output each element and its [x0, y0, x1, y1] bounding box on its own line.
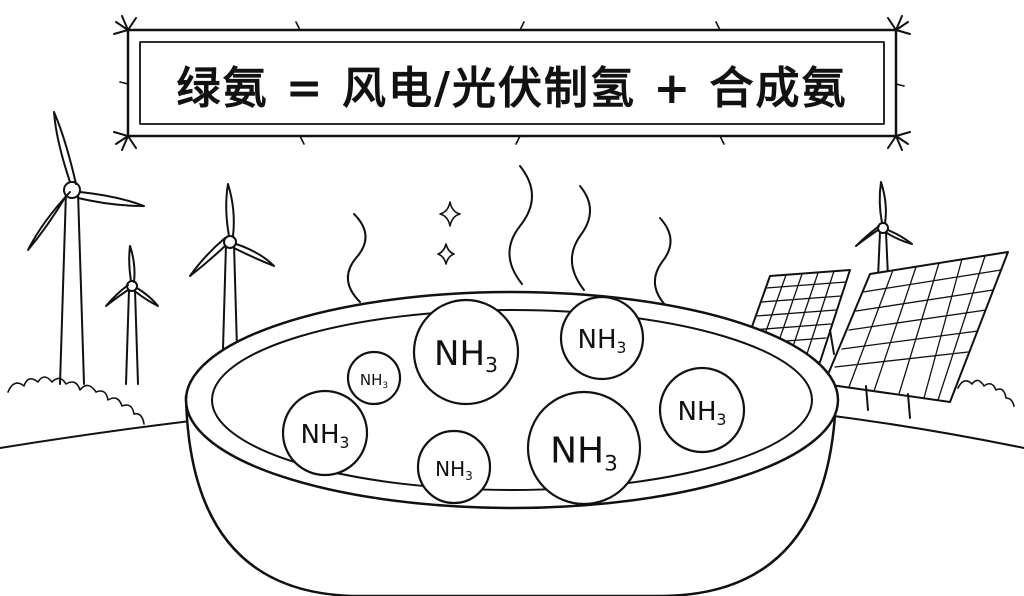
- title-banner: [113, 15, 911, 151]
- molecule-formula: NH: [677, 397, 717, 427]
- molecule-subscript: 3: [339, 434, 350, 453]
- molecule-bubble: [346, 350, 402, 406]
- molecule-formula: NH: [359, 371, 383, 389]
- page-title: 绿氨 = 风电/光伏制氢 + 合成氨: [176, 63, 848, 114]
- molecule-formula: NH: [435, 457, 466, 481]
- bushes-right: [957, 379, 1015, 407]
- molecule-bubbles: [281, 295, 746, 506]
- molecule-bubble: [281, 389, 369, 477]
- molecule-formula: NH: [550, 430, 605, 472]
- molecule-bubble: [658, 366, 746, 454]
- molecule-subscript: 3: [604, 451, 618, 477]
- molecule-bubble: [559, 295, 645, 381]
- wind-turbine-icon: [105, 245, 159, 385]
- molecule-subscript: 3: [716, 411, 727, 430]
- wind-turbine-icon: [27, 111, 145, 385]
- molecule-formula: NH: [577, 325, 617, 355]
- sparkle-icon: [437, 201, 461, 265]
- wind-turbine-icon: [189, 183, 275, 385]
- steam-icon: [347, 165, 672, 307]
- molecule-bubble: [412, 298, 520, 406]
- molecule-formula: NH: [434, 334, 486, 374]
- molecule-subscript: 3: [382, 381, 389, 392]
- molecule-subscript: 3: [465, 469, 473, 484]
- molecule-subscript: 3: [616, 339, 627, 358]
- molecule-subscript: 3: [485, 353, 498, 378]
- molecule-bubble: [416, 429, 492, 505]
- molecule-bubble: [526, 390, 642, 506]
- bushes-left: [7, 376, 145, 425]
- molecule-formula: NH: [300, 420, 340, 450]
- solar-panel-icon: [823, 251, 1009, 419]
